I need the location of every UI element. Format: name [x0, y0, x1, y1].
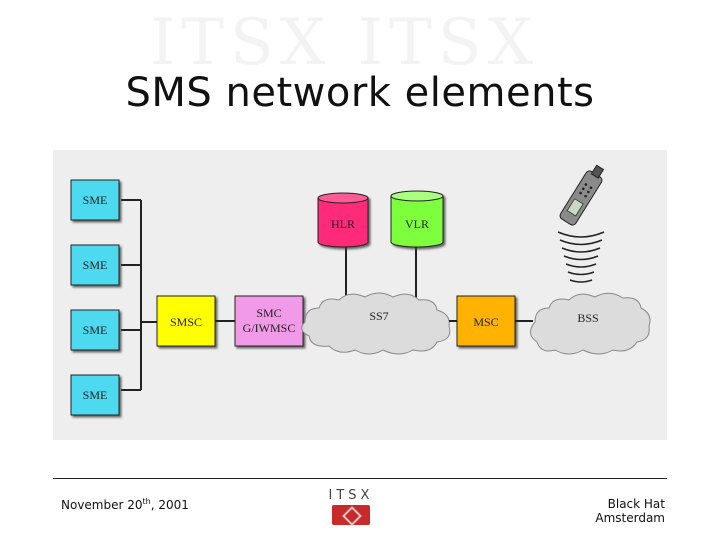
- logo-text: ITSX: [326, 488, 376, 503]
- sme-box-4: SME: [71, 375, 119, 415]
- background-watermark: ITSX ITSX: [150, 6, 570, 76]
- bss-cloud: BSS: [530, 293, 650, 354]
- footer-date-suffix: th: [143, 497, 151, 506]
- mobile-phone-icon: [559, 163, 608, 227]
- footer-date-text: November 20: [61, 498, 143, 512]
- hlr-database: HLR: [318, 193, 368, 247]
- gateway-label-line2: G/IWMSC: [243, 321, 296, 335]
- vlr-label: VLR: [405, 217, 429, 231]
- sme-box-1: SME: [71, 180, 119, 220]
- vlr-database: VLR: [391, 191, 443, 247]
- footer-event-line1: Black Hat: [595, 497, 665, 511]
- gateway-label-line1: SMC: [256, 306, 281, 320]
- footer-event-line2: Amsterdam: [595, 511, 665, 525]
- msc-label: MSC: [473, 315, 498, 329]
- logo-badge-icon: [332, 505, 370, 525]
- sme-box-2: SME: [71, 245, 119, 285]
- sme-box-3: SME: [71, 310, 119, 350]
- radio-waves-icon: [558, 232, 604, 282]
- sme-label-2: SME: [83, 258, 108, 272]
- sme-label-3: SME: [83, 323, 108, 337]
- sme-label-1: SME: [83, 193, 108, 207]
- gateway-msc-box: SMC G/IWMSC: [235, 296, 303, 346]
- footer-event: Black Hat Amsterdam: [595, 497, 665, 525]
- smsc-box: SMSC: [157, 296, 215, 346]
- ss7-label: SS7: [369, 309, 388, 323]
- bss-label: BSS: [577, 311, 598, 325]
- hlr-label: HLR: [331, 217, 355, 231]
- footer-date-year: , 2001: [151, 498, 189, 512]
- itsx-logo: ITSX: [326, 488, 376, 528]
- slide-title: SMS network elements: [0, 70, 720, 116]
- smsc-label: SMSC: [170, 315, 202, 329]
- sme-label-4: SME: [83, 388, 108, 402]
- ss7-cloud: SS7: [302, 293, 450, 354]
- footer-divider: [53, 478, 667, 479]
- msc-box: MSC: [457, 296, 515, 346]
- network-diagram: SME SME SME SME SMSC SMC G/IWMSC: [53, 150, 667, 440]
- footer-date: November 20th, 2001: [61, 497, 189, 512]
- diagram-area: SME SME SME SME SMSC SMC G/IWMSC: [53, 150, 667, 440]
